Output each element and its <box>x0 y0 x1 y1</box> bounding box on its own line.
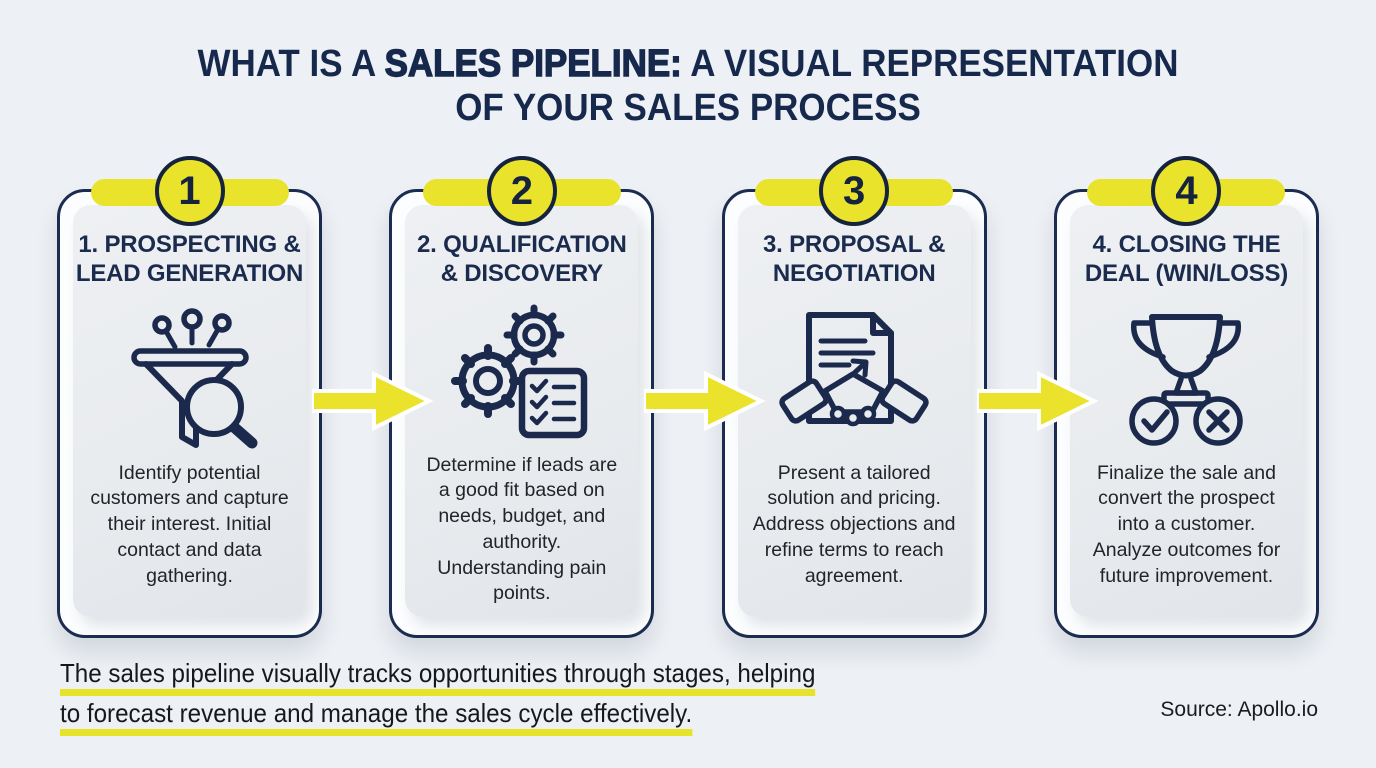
page-title: WHAT IS A SALES PIPELINE: A VISUAL REPRE… <box>55 42 1321 130</box>
source-attribution: Source: Apollo.io <box>1160 698 1318 721</box>
stage-panel: 4. CLOSING THE DEAL (WIN/LOSS) <box>1069 205 1303 617</box>
stage-description: Present a tailored solution and pricing.… <box>752 461 956 587</box>
summary-line1: The sales pipeline visually tracks oppor… <box>60 660 816 696</box>
stage-card-closing: 4 4. CLOSING THE DEAL (WIN/LOSS) <box>1053 156 1319 638</box>
stage-title: 1. PROSPECTING & LEAD GENERATION <box>76 231 303 289</box>
stage-title-line2: NEGOTIATION <box>772 259 936 287</box>
title-text: WHAT IS A <box>197 43 385 85</box>
stage-panel: 1. PROSPECTING & LEAD GENERATION <box>73 205 306 617</box>
flow-arrow-icon <box>976 370 1099 432</box>
stage-title-line2: & DISCOVERY <box>440 259 603 287</box>
stage-panel: 2. QUALIFICATION & DISCOVERY <box>405 205 639 617</box>
gears-checklist-icon <box>442 299 602 451</box>
stage-title-line2: LEAD GENERATION <box>75 259 304 287</box>
document-handshake-icon <box>769 299 939 459</box>
stage-title-line1: 4. CLOSING THE <box>1092 231 1281 258</box>
stage-card-proposal: 3 3. PROPOSAL & NEGOTIATION <box>721 156 1099 638</box>
pipeline-stages-row: 1 1. PROSPECTING & LEAD GENERATION <box>57 156 1319 638</box>
flow-arrow-icon <box>312 370 434 432</box>
title-text: A VISUAL REPRESENTATION <box>681 43 1179 85</box>
stage-number-badge: 3 <box>819 156 890 226</box>
stage-number-badge: 2 <box>486 156 557 226</box>
stage-number-badge: 4 <box>1151 156 1222 226</box>
stage-card-prospecting: 1 1. PROSPECTING & LEAD GENERATION <box>57 156 434 638</box>
stage-number-badge: 1 <box>154 156 225 226</box>
title-emphasis-text: SALES PIPELINE: <box>384 42 683 85</box>
page-title-line1: WHAT IS A SALES PIPELINE: A VISUAL REPRE… <box>55 42 1321 86</box>
funnel-magnifier-icon <box>110 299 270 459</box>
trophy-win-loss-icon <box>1106 299 1266 459</box>
stage-title: 4. CLOSING THE DEAL (WIN/LOSS) <box>1085 231 1288 289</box>
page-title-line2: OF YOUR SALES PROCESS <box>455 87 921 129</box>
stage-description: Determine if leads are a good fit based … <box>426 453 618 605</box>
stage-title-line1: 3. PROPOSAL & <box>762 231 946 258</box>
stage-title-line2: DEAL (WIN/LOSS) <box>1084 259 1289 287</box>
stage-title-line1: 1. PROSPECTING & <box>78 231 301 258</box>
stage-title: 3. PROPOSAL & NEGOTIATION <box>762 231 946 289</box>
summary-line2: to forecast revenue and manage the sales… <box>60 700 693 736</box>
stage-title-line1: 2. QUALIFICATION <box>416 231 627 258</box>
flow-arrow-icon <box>644 370 766 432</box>
summary-text: The sales pipeline visually tracks oppor… <box>60 660 816 740</box>
stage-panel: 3. PROPOSAL & NEGOTIATION <box>737 205 971 617</box>
stage-description: Identify potential customers and capture… <box>90 461 289 587</box>
stage-title: 2. QUALIFICATION & DISCOVERY <box>417 231 627 289</box>
stage-description: Finalize the sale and convert the prospe… <box>1092 461 1281 587</box>
